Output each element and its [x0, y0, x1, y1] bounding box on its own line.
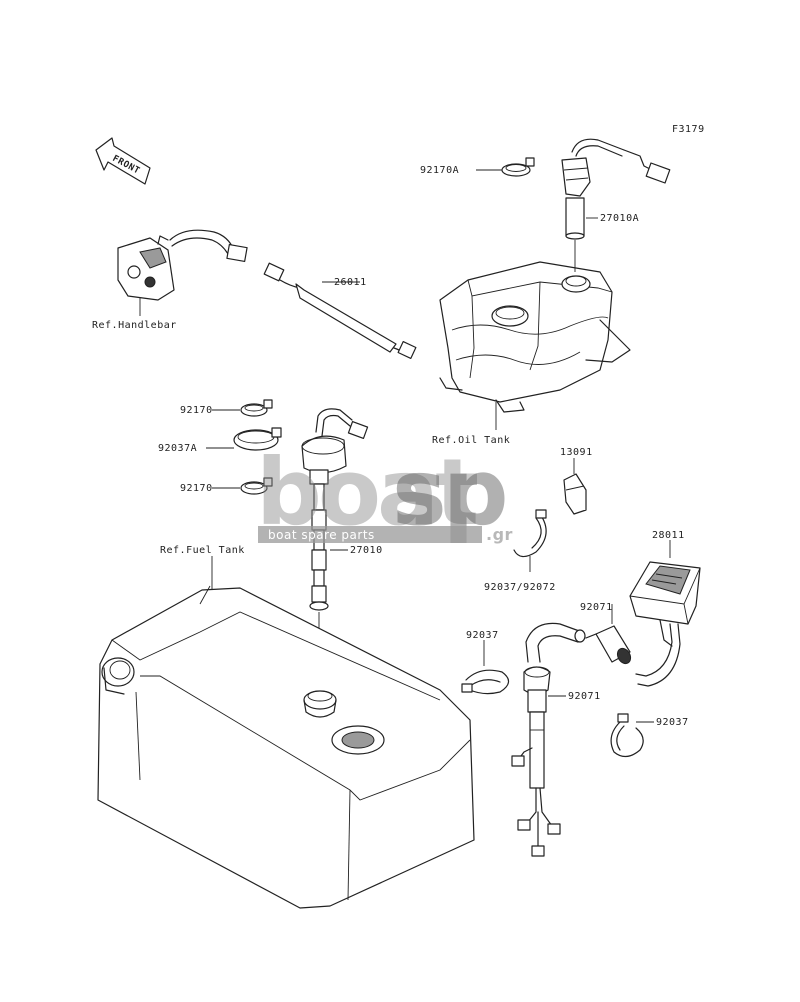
handlebar-switch	[117, 229, 248, 301]
fuel-tank	[97, 585, 475, 909]
label-92037-left: 92037	[466, 630, 499, 641]
hose-elbow	[525, 622, 586, 663]
grommet-92071-bottom	[523, 666, 551, 713]
label-92170-top: 92170	[180, 405, 213, 416]
oil-level-sensor-27010A	[561, 138, 671, 272]
clip-13091	[563, 473, 587, 515]
label-ref-fuel-tank: Ref.Fuel Tank	[160, 545, 245, 556]
fuel-level-sensor-27010	[301, 408, 369, 700]
clamp-92170A	[501, 157, 535, 177]
label-92170-bottom: 92170	[180, 483, 213, 494]
fuel-sender-harness	[511, 711, 561, 857]
label-27010A: 27010A	[600, 213, 639, 224]
oil-tank	[439, 261, 631, 413]
band-92037-left	[461, 669, 510, 695]
label-92037A: 92037A	[158, 443, 197, 454]
clamp-92170-top	[240, 399, 273, 417]
grommet-92071-top	[585, 625, 632, 665]
label-ref-handlebar: Ref.Handlebar	[92, 320, 177, 331]
band-92037-92072	[513, 509, 547, 558]
label-92170A: 92170A	[420, 165, 459, 176]
label-26011: 26011	[334, 277, 367, 288]
figure-code: F3179	[672, 124, 705, 135]
label-92071-bottom: 92071	[568, 691, 601, 702]
watermark-logo: boat sp boat spare parts .gr	[256, 439, 513, 546]
band-92037-right	[610, 713, 644, 758]
label-92037-right: 92037	[656, 717, 689, 728]
label-ref-oil-tank: Ref.Oil Tank	[432, 435, 510, 446]
fuel-meter-28011	[629, 561, 701, 687]
label-28011: 28011	[652, 530, 685, 541]
watermark-tagline: boat spare parts	[268, 528, 375, 542]
watermark-suffix: .gr	[486, 525, 513, 544]
front-arrow-icon: FRONT	[95, 137, 151, 185]
label-92037-92072: 92037/92072	[484, 582, 556, 593]
label-92071-top: 92071	[580, 602, 613, 613]
wire-harness-26011	[263, 262, 417, 359]
label-13091: 13091	[560, 447, 593, 458]
label-27010: 27010	[350, 545, 383, 556]
clamp-92170-bottom	[240, 477, 273, 495]
clamp-92037A	[233, 427, 282, 451]
